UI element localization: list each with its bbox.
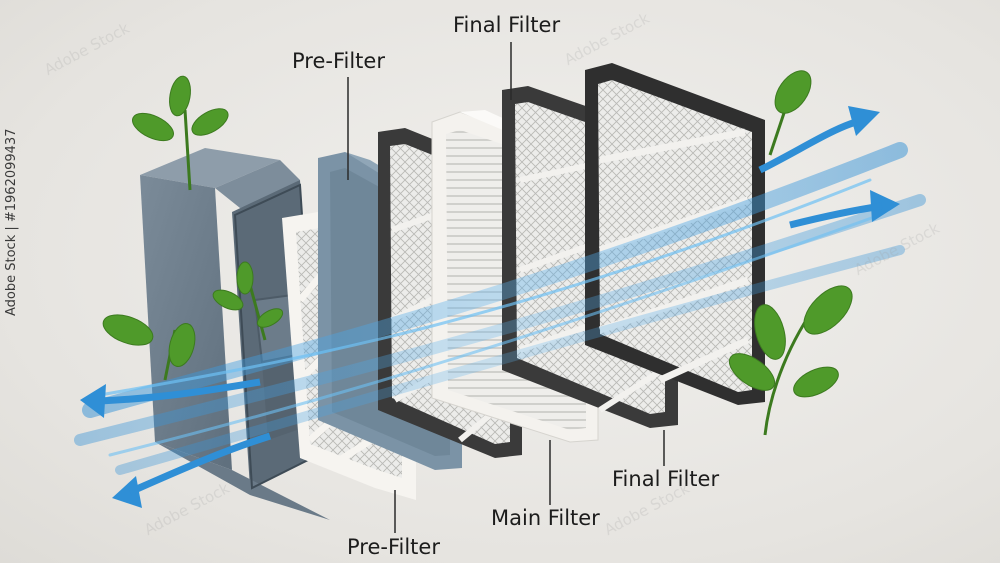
label-final-filter-right: Final Filter (612, 467, 720, 491)
leaf-icon-center (212, 261, 284, 341)
leaf-icon-top-right (768, 70, 812, 156)
leaf-icon-mid-left (102, 314, 196, 381)
leaf-icon-top-left (132, 75, 229, 191)
arrow-right-bottom-icon (870, 190, 900, 222)
leaf-icons (102, 70, 853, 436)
label-leader-lines (347, 42, 665, 533)
arrow-left-top-icon (80, 384, 106, 418)
arrow-left-bottom-icon (112, 476, 142, 508)
airflow-arrow-icons (80, 106, 900, 508)
label-main-filter: Main Filter (491, 506, 600, 530)
stock-id-text: Adobe Stock | #1962099437 (4, 128, 19, 316)
label-final-filter-top: Final Filter (453, 13, 561, 37)
label-pre-filter-top: Pre-Filter (292, 49, 385, 73)
label-pre-filter-bottom: Pre-Filter (347, 535, 440, 559)
arrow-right-top-icon (848, 106, 880, 136)
airflow-streams (74, 142, 926, 475)
leaf-icon-bottom-right (728, 285, 853, 436)
